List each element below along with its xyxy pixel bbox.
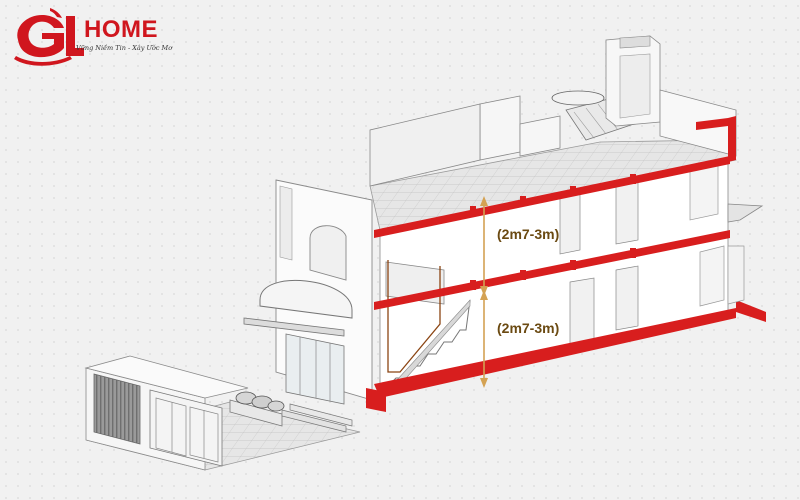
height-dimension-lines bbox=[480, 196, 488, 388]
brand-logo[interactable]: HOME Vững Niềm Tin - Xây Ước Mơ bbox=[10, 6, 172, 68]
rear-balcony bbox=[727, 203, 764, 305]
brand-tagline: Vững Niềm Tin - Xây Ước Mơ bbox=[76, 44, 173, 52]
lower-floor-height-label: (2m7-3m) bbox=[497, 320, 560, 336]
brand-name: HOME bbox=[84, 16, 158, 43]
roof-access-tower bbox=[605, 35, 661, 127]
roof-terrace bbox=[369, 95, 737, 231]
garden-planter bbox=[229, 391, 285, 427]
upper-floor-height-label: (2m7-3m) bbox=[497, 226, 560, 242]
front-facade bbox=[243, 179, 373, 433]
interior-stair bbox=[385, 260, 471, 395]
upper-floor-interior bbox=[379, 159, 729, 305]
dragon-emblem-icon bbox=[14, 8, 84, 66]
section-cut-slabs bbox=[366, 116, 766, 412]
front-fence bbox=[93, 373, 223, 467]
